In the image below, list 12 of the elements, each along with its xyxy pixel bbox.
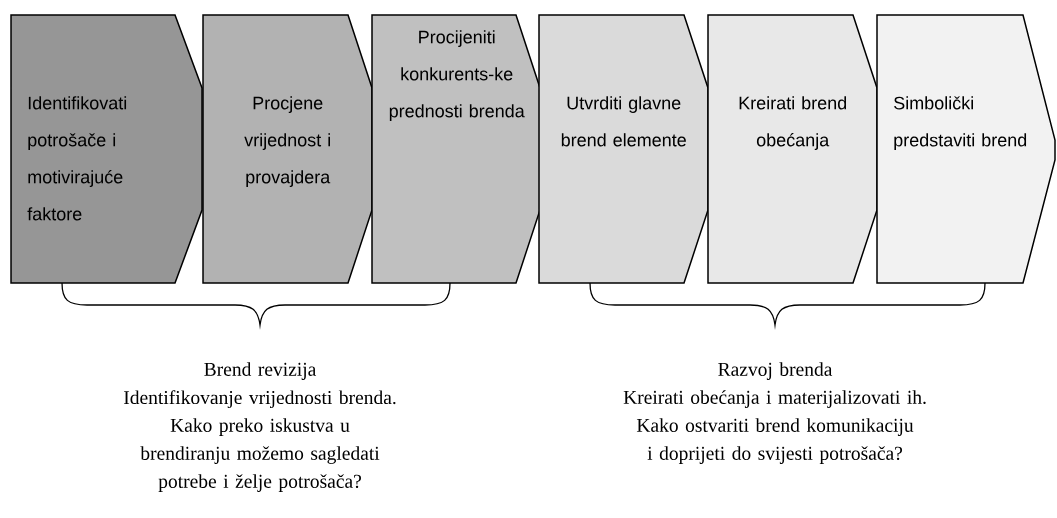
brace-caption-text: Kreirati obećanja i materijalizovati ih.: [623, 390, 926, 408]
brace-caption-text: Kako preko iskustva u brendiranju možemo sagledati potrebe i želje potrošača?: [140, 418, 380, 492]
brace-caption-text: Kako ostvariti brend komunikaciju i doprijeti do svijesti potrošača?: [636, 418, 914, 464]
chevron-box: Procjene vrijednost i provajdera: [202, 14, 373, 284]
chevron-box: Procijeniti konkurents-ke prednosti brenda: [371, 14, 541, 284]
brace-caption-text: Identifikovanje vrijednosti brenda.: [124, 390, 396, 409]
chevron-box: Utvrditi glavne brend elemente: [538, 14, 709, 284]
chevron-box: Kreirati brend obećanja: [707, 14, 878, 284]
brace-caption-title: Brend revizija: [204, 362, 317, 380]
brace-caption-title: Razvoj brenda: [718, 362, 833, 380]
chevron-box: Simbolički predstaviti brend: [876, 14, 1056, 284]
chevron-box: Identifikovati potrošače i motivirajuće faktore: [10, 14, 203, 284]
